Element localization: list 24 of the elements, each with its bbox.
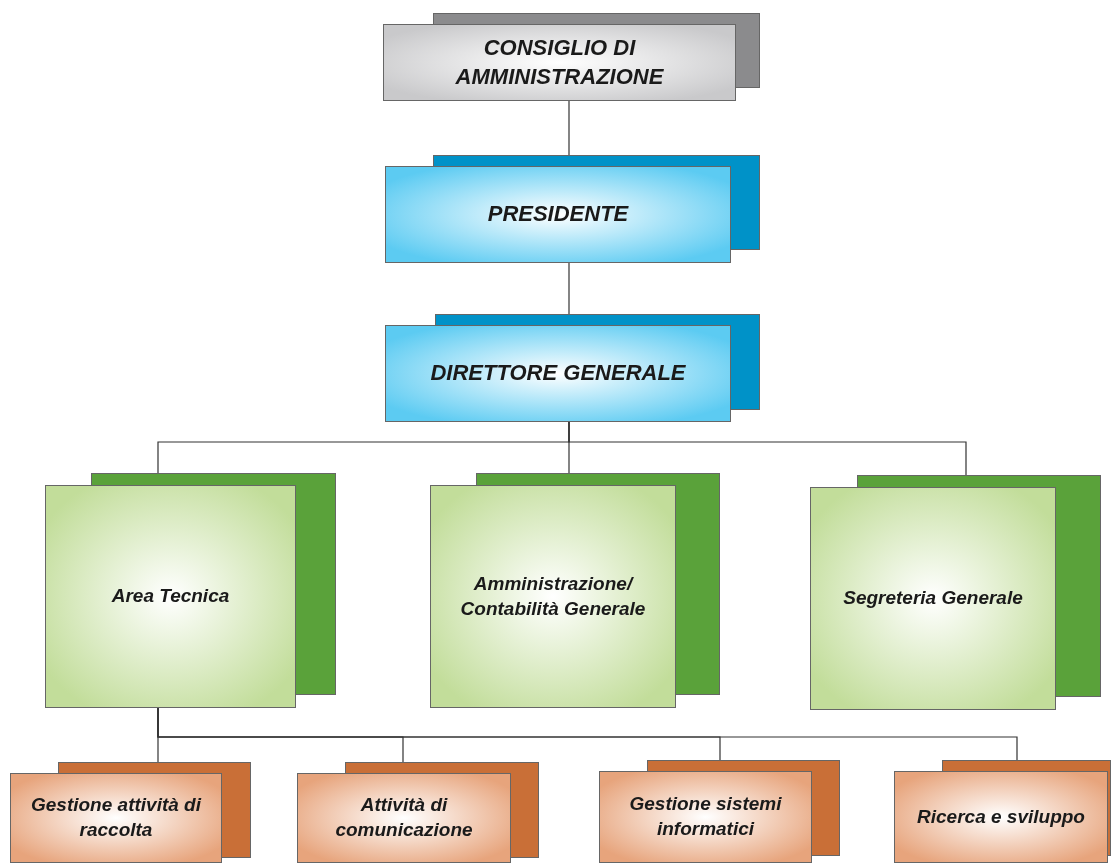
org-chart-box	[385, 314, 760, 422]
org-chart-box	[430, 473, 720, 708]
box-label: Segreteria Generale	[842, 586, 1024, 611]
box-label: DIRETTORE GENERALE	[429, 359, 687, 388]
connector-line	[157, 707, 1018, 761]
box-label: Amministrazione/ Contabilità Generale	[459, 571, 647, 621]
box-label: CONSIGLIO DI AMMINISTRAZIONE	[454, 33, 665, 91]
connector-line	[568, 100, 570, 156]
org-chart-box	[894, 760, 1111, 863]
box-label: Attività di comunicazione	[334, 793, 474, 842]
org-chart-box	[45, 473, 336, 708]
org-chart-box	[599, 760, 840, 863]
box-label: Gestione sistemi informatici	[628, 792, 783, 841]
connector-line	[568, 421, 967, 476]
connector-line	[568, 262, 570, 315]
box-label: Ricerca e sviluppo	[916, 804, 1086, 829]
box-label: Gestione attività di raccolta	[30, 793, 203, 842]
org-chart-box	[383, 13, 760, 101]
box-label: Area Tecnica	[110, 584, 231, 609]
org-chart-box	[10, 762, 251, 863]
org-chart-box	[810, 475, 1101, 710]
box-label: PRESIDENTE	[486, 200, 630, 229]
org-chart-box	[385, 155, 760, 263]
org-chart-box	[297, 762, 539, 863]
